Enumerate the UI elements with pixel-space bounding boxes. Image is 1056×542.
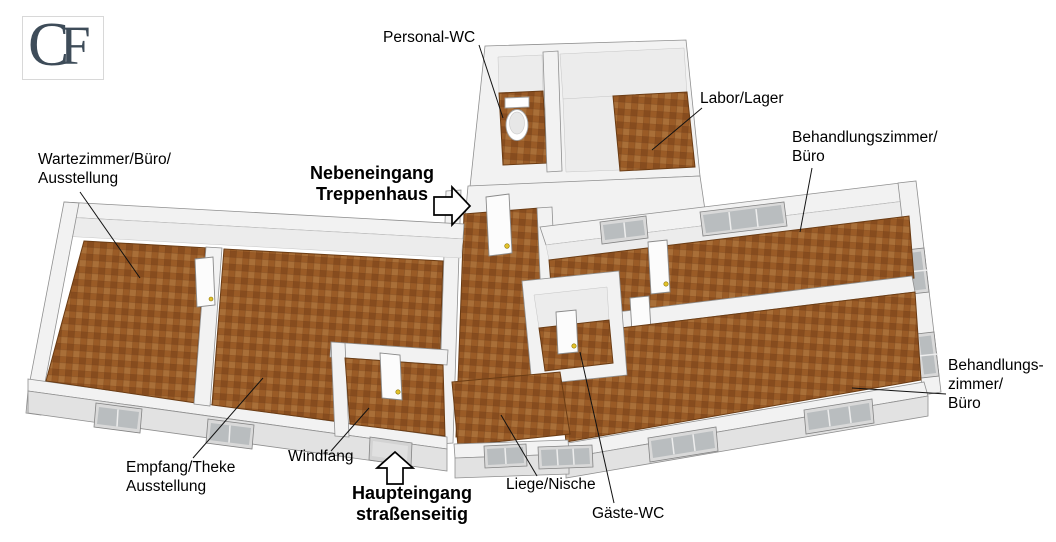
arrow-right-icon <box>433 184 472 228</box>
door-panel <box>379 352 403 401</box>
wall <box>193 246 223 407</box>
leader-line-empfang <box>192 377 264 459</box>
label-behandlungszimmer-right: Behandlungs- zimmer/ Büro <box>948 357 1044 412</box>
door-panel <box>194 256 216 308</box>
door-handle <box>208 296 214 302</box>
room-labor-lager <box>559 47 696 173</box>
label-gaeste-wc: Gäste-WC <box>592 505 665 522</box>
logo-letter-c: C <box>28 16 70 79</box>
leader-lines <box>79 44 947 504</box>
room-personal-wc <box>497 54 548 166</box>
arrow-up-icon <box>374 450 416 485</box>
door-handle <box>571 343 577 349</box>
floor-parquet <box>612 91 696 172</box>
leader-line-wartezimmer <box>79 191 141 279</box>
label-nebeneingang: Nebeneingang Treppenhaus <box>309 163 434 205</box>
wall-inner-face <box>559 47 688 100</box>
door-handle <box>504 243 510 249</box>
toilet-icon <box>504 96 530 141</box>
window-icon <box>205 418 255 450</box>
label-behandlungszimmer-top: Behandlungszimmer/ Büro <box>792 129 938 165</box>
leader-line-labor-lager <box>651 107 703 151</box>
leader-line-liege-nische <box>500 414 538 477</box>
label-empfang: Empfang/Theke Ausstellung <box>126 459 236 495</box>
door-handle <box>395 389 401 395</box>
label-liege-nische: Liege/Nische <box>506 476 596 493</box>
leader-line-windfang <box>330 407 370 452</box>
window-icon <box>803 398 875 435</box>
floor-parquet <box>451 371 571 447</box>
wall-inner-face <box>562 95 621 173</box>
wall-inner-face <box>497 54 544 94</box>
wall <box>330 341 350 438</box>
floor-parquet <box>45 240 209 404</box>
door-handle <box>663 281 669 287</box>
leader-line-personal-wc <box>478 44 504 119</box>
top-wing <box>463 39 706 232</box>
room-liege-nische <box>451 371 594 479</box>
window-icon <box>599 215 649 245</box>
label-wartezimmer: Wartezimmer/Büro/ Ausstellung <box>38 151 171 187</box>
leader-line-gaeste-wc <box>579 351 615 504</box>
room-gaeste-wc <box>521 270 628 386</box>
left-wing <box>25 201 465 472</box>
window-icon <box>915 331 940 379</box>
leader-line-behandlungszimmer-top <box>799 167 813 233</box>
logo: C F <box>22 16 104 80</box>
door-nebeneingang <box>485 193 513 257</box>
leader-line-behandlungszimmer-right <box>851 387 947 395</box>
label-windfang: Windfang <box>288 448 354 465</box>
logo-letter-f: F <box>60 16 91 76</box>
window-icon <box>699 201 788 237</box>
label-labor-lager: Labor/Lager <box>700 90 784 107</box>
window-icon <box>537 444 594 470</box>
window-icon <box>647 426 719 463</box>
wall <box>542 50 563 173</box>
label-personal-wc: Personal-WC <box>383 29 476 46</box>
window-icon <box>483 443 528 469</box>
right-wing <box>539 180 942 479</box>
door-panel <box>647 239 671 295</box>
label-haupteingang: Haupteingang straßenseitig <box>352 483 472 525</box>
window-icon <box>93 402 143 434</box>
door-panel <box>555 309 579 355</box>
